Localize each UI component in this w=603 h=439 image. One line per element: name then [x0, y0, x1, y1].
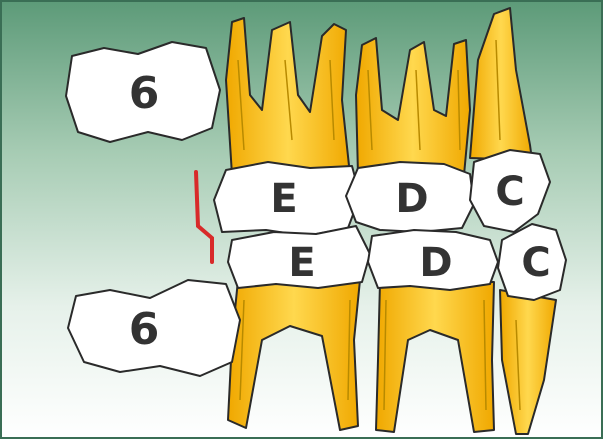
upper-d-label: D	[395, 176, 428, 222]
upper-d-crown: D	[346, 162, 474, 232]
lower-first-molar-label: 6	[129, 304, 160, 355]
upper-first-molar-label: 6	[129, 68, 160, 119]
lower-c-label: C	[521, 240, 550, 286]
upper-first-molar: 6	[66, 42, 220, 142]
lower-e-label: E	[288, 240, 315, 286]
lower-d-crown: D	[368, 230, 498, 290]
upper-c-label: C	[495, 169, 524, 215]
lower-d-label: D	[419, 240, 452, 286]
upper-e-root	[226, 18, 350, 175]
upper-d-root	[356, 38, 470, 175]
upper-e-label: E	[270, 176, 297, 222]
upper-e-crown: E	[214, 162, 360, 236]
